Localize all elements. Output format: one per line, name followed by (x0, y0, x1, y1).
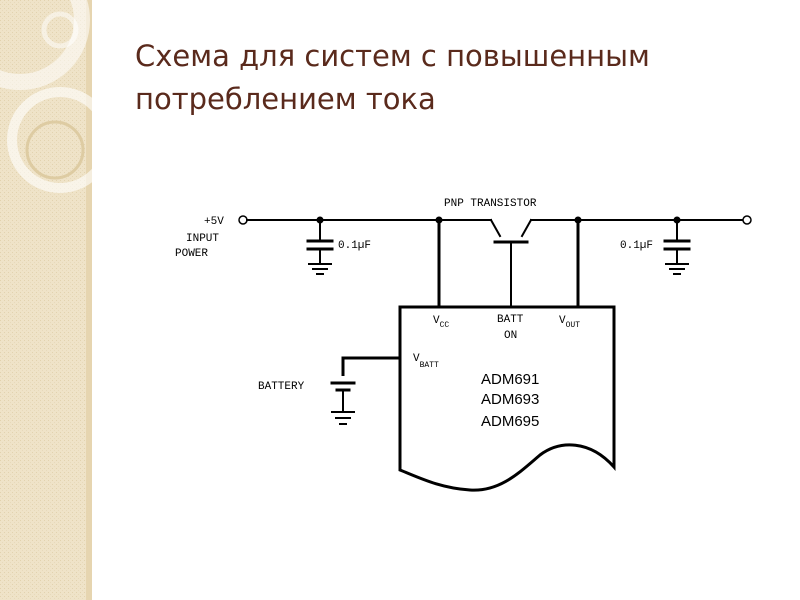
transistor-collector (520, 218, 533, 238)
chip-name-line-2: ADM693 (481, 391, 539, 408)
transistor-emitter (489, 218, 502, 238)
input-voltage-label: +5V (204, 216, 224, 228)
chip-name-line-3: ADM695 (481, 413, 539, 430)
slide-title-line-2: потреблением тока (135, 82, 436, 116)
battery-label: BATTERY (258, 381, 305, 393)
battery-wire (341, 356, 400, 376)
chip-name-line-1: ADM691 (481, 371, 539, 388)
cap-left-label: 0.1µF (338, 240, 371, 252)
slide-title-line-1: Схема для систем с повышенным (135, 39, 650, 73)
pin-batt-on-line-1: BATT (497, 314, 524, 326)
cap-right-label: 0.1µF (620, 240, 653, 252)
pin-batt-on-line-2: ON (504, 330, 517, 342)
decorative-sidebar (0, 0, 92, 600)
junction-dot (316, 216, 324, 224)
junction-dot (673, 216, 681, 224)
input-terminal (238, 215, 248, 225)
input-label-line-2: POWER (175, 248, 208, 260)
input-label-line-1: INPUT (186, 233, 219, 245)
output-terminal (742, 215, 752, 225)
pin-vcc-label: VCC (433, 315, 449, 330)
pin-vbatt-label: VBATT (413, 353, 439, 370)
pin-vout-label: VOUT (559, 315, 580, 330)
pnp-transistor-label: PNP TRANSISTOR (444, 198, 537, 210)
slide-title: Схема для систем с повышенным потреблени… (135, 35, 785, 121)
junction-dot (435, 216, 443, 224)
chip-body (398, 305, 616, 492)
junction-dot (574, 216, 582, 224)
